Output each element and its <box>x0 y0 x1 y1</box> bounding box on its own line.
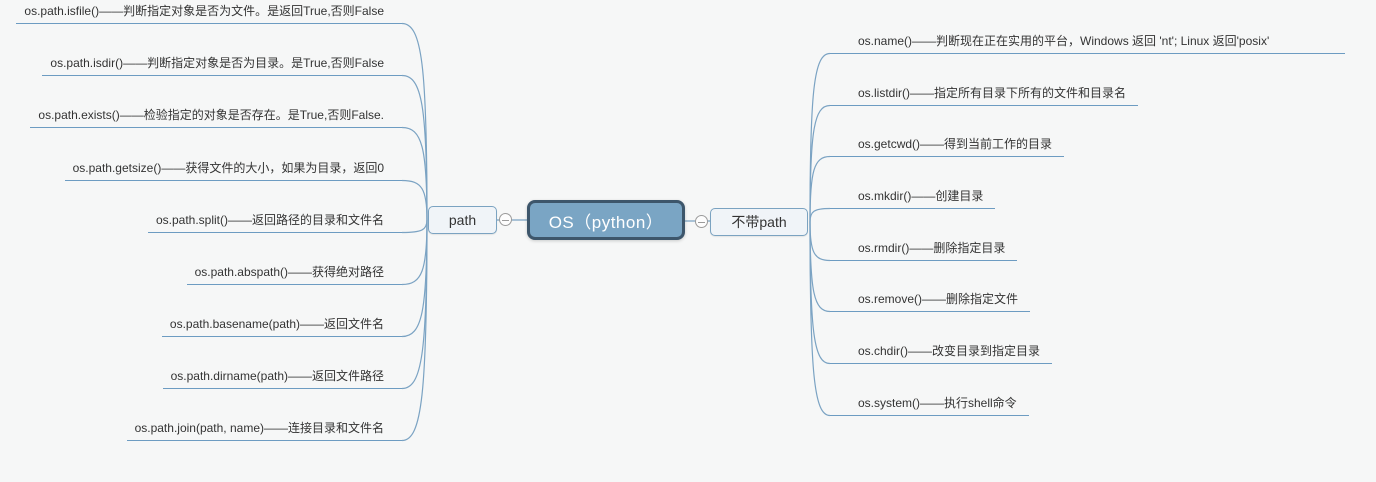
node-os-path-isfile[interactable]: os.path.isfile()——判断指定对象是否为文件。是返回True,否则… <box>16 3 402 24</box>
collapse-minus-icon[interactable] <box>695 215 708 228</box>
collapse-minus-icon[interactable] <box>499 213 512 226</box>
node-os-mkdir[interactable]: os.mkdir()——创建目录 <box>830 188 996 209</box>
branch-node-nopath[interactable]: 不带path <box>710 208 808 236</box>
node-os-path-getsize[interactable]: os.path.getsize()——获得文件的大小，如果为目录，返回0 <box>64 160 402 181</box>
node-os-chdir[interactable]: os.chdir()——改变目录到指定目录 <box>830 343 1053 364</box>
node-os-path-split[interactable]: os.path.split()——返回路径的目录和文件名 <box>147 212 402 233</box>
node-os-path-isdir[interactable]: os.path.isdir()——判断指定对象是否为目录。是True,否则Fal… <box>42 55 402 76</box>
node-os-remove[interactable]: os.remove()——删除指定文件 <box>830 291 1031 312</box>
node-os-path-join[interactable]: os.path.join(path, name)——连接目录和文件名 <box>126 420 402 441</box>
node-os-rmdir[interactable]: os.rmdir()——删除指定目录 <box>830 240 1018 261</box>
node-os-name[interactable]: os.name()——判断现在正在实用的平台，Windows 返回 'nt'; … <box>830 33 1345 54</box>
node-os-system[interactable]: os.system()——执行shell命令 <box>830 395 1029 416</box>
node-os-path-abspath[interactable]: os.path.abspath()——获得绝对路径 <box>186 264 402 285</box>
node-os-listdir[interactable]: os.listdir()——指定所有目录下所有的文件和目录名 <box>830 85 1139 106</box>
node-os-path-dirname[interactable]: os.path.dirname(path)——返回文件路径 <box>162 368 402 389</box>
branch-node-path[interactable]: path <box>428 206 497 234</box>
node-os-path-basename[interactable]: os.path.basename(path)——返回文件名 <box>161 316 402 337</box>
root-node[interactable]: OS（python） <box>527 200 685 240</box>
node-os-path-exists[interactable]: os.path.exists()——检验指定的对象是否存在。是True,否则Fa… <box>30 107 402 128</box>
node-os-getcwd[interactable]: os.getcwd()——得到当前工作的目录 <box>830 136 1065 157</box>
